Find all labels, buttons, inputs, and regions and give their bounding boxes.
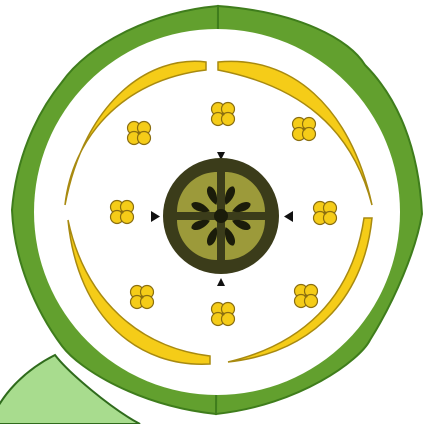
connective (120, 210, 123, 213)
connective (221, 112, 224, 115)
connective (221, 312, 224, 315)
stamen-top (212, 103, 235, 126)
stamen-bottom-left (131, 286, 154, 309)
stamen-bottom-right (295, 285, 318, 308)
stamen-top-left (128, 122, 151, 145)
connective (140, 295, 143, 298)
connective (304, 294, 307, 297)
stamen-bottom (212, 303, 235, 326)
stamen-left (111, 201, 134, 224)
connective (137, 131, 140, 134)
central-axis (214, 209, 228, 223)
stamen-right (314, 202, 337, 225)
gynoecium (163, 158, 279, 274)
stamen-top-right (293, 118, 316, 141)
connective (323, 211, 326, 214)
connective (302, 127, 305, 130)
